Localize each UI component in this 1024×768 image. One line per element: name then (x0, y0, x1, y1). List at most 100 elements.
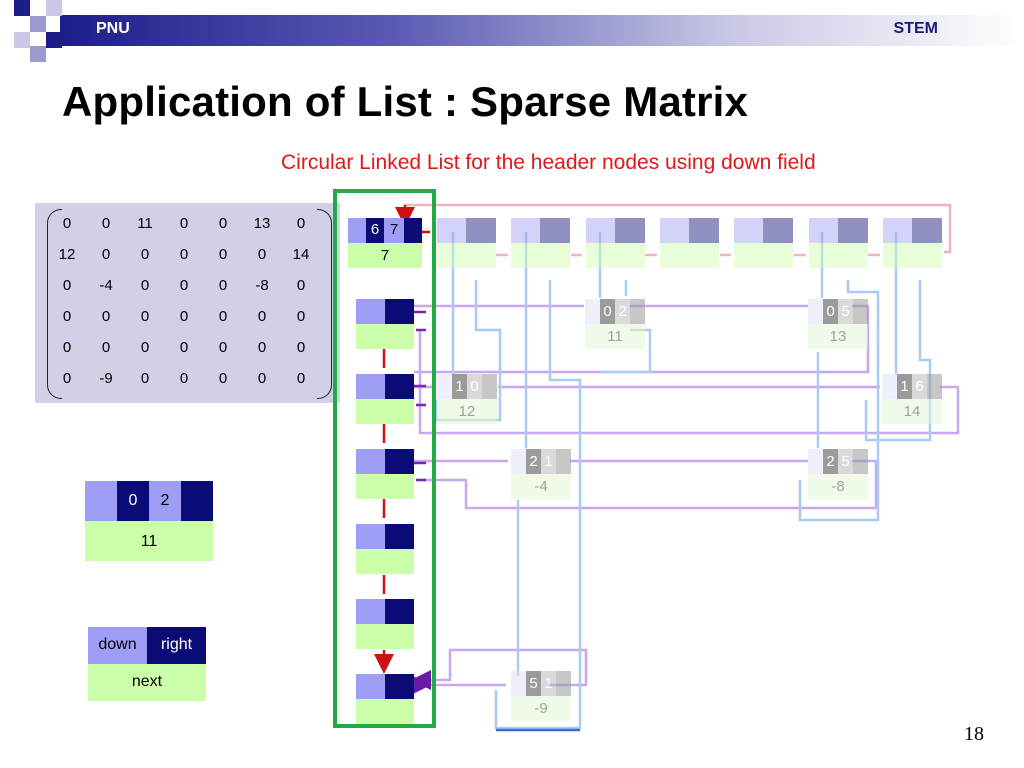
matrix-cell: 0 (62, 277, 72, 294)
matrix-cell: 0 (62, 370, 72, 387)
entry-col: 1 (544, 675, 553, 692)
down-field (808, 299, 823, 324)
next-field (356, 399, 414, 424)
col-field (467, 374, 482, 399)
matrix-cell: 12 (58, 246, 76, 263)
matrix-cell: 0 (179, 215, 189, 232)
right-field (482, 374, 497, 399)
matrix-cell: 0 (140, 370, 150, 387)
column-header-node (734, 218, 794, 268)
right-field (688, 218, 719, 243)
column-header-node (882, 218, 942, 268)
entry-col: 0 (470, 378, 479, 395)
right-field (385, 599, 414, 624)
purple-link (414, 459, 878, 510)
legend-value-cell (85, 521, 213, 561)
matrix-cell: 0 (218, 339, 228, 356)
head-row-cell (366, 218, 384, 243)
matrix-cell: 0 (140, 246, 150, 263)
down-field (659, 218, 689, 243)
column-header-node (437, 218, 496, 268)
subtitle: Circular Linked List for the header node… (281, 151, 816, 174)
legend-row: 0 (128, 492, 138, 509)
matrix-cell: 11 (137, 215, 153, 232)
value-field (808, 474, 868, 499)
entry-value: 12 (458, 403, 476, 420)
col-field (838, 449, 853, 474)
entry-value: 14 (903, 403, 921, 420)
deco-square (30, 16, 46, 32)
entry-row: 1 (900, 378, 909, 395)
matrix-cell: 0 (257, 370, 267, 387)
matrix-cell: 0 (179, 277, 189, 294)
page-number: 18 (964, 723, 984, 745)
legend-down-label: down (98, 636, 137, 653)
matrix-cell: 13 (253, 215, 271, 232)
matrix-cell: 0 (179, 339, 189, 356)
legend-next-label: next (131, 673, 163, 690)
row-field (526, 671, 541, 696)
header-left-label: PNU (96, 20, 130, 37)
row-field (452, 374, 467, 399)
matrix-cell: 0 (101, 215, 111, 232)
head-value-cell (348, 243, 422, 268)
entry-row: 0 (826, 303, 835, 320)
entry-row: 2 (826, 453, 835, 470)
page-title: Application of List : Sparse Matrix (62, 78, 749, 125)
head-col-cell (384, 218, 404, 243)
right-field (385, 524, 414, 549)
right-field (630, 299, 645, 324)
head-col: 7 (389, 221, 399, 238)
matrix-cell: 0 (296, 308, 306, 325)
matrix-cell: 0 (140, 308, 150, 325)
row-header-node (356, 674, 414, 724)
head-value: 7 (380, 247, 390, 264)
right-field (466, 218, 496, 243)
next-field (356, 549, 414, 574)
row-field (600, 299, 615, 324)
entry-row: 1 (455, 378, 464, 395)
blue-link (434, 232, 502, 422)
down-field (734, 218, 764, 243)
right-field (927, 374, 942, 399)
entry-row: 5 (529, 675, 538, 692)
matrix-cell: 0 (179, 370, 189, 387)
value-field (511, 696, 571, 721)
row-field (526, 449, 541, 474)
head-right-cell (404, 218, 422, 243)
right-field (853, 449, 868, 474)
matrix-cell: 0 (218, 246, 228, 263)
down-field (356, 299, 385, 324)
deco-square (14, 0, 30, 16)
column-header-node (511, 218, 571, 268)
matrix-cell: 0 (218, 370, 228, 387)
down-field (511, 218, 541, 243)
legend-value: 11 (140, 533, 158, 550)
col-field (838, 299, 853, 324)
column-header-node (808, 218, 868, 268)
right-field (556, 671, 571, 696)
next-field (882, 243, 942, 268)
right-field (853, 299, 868, 324)
next-field (808, 243, 868, 268)
matrix-cell: 0 (101, 246, 111, 263)
value-field (808, 324, 868, 349)
right-field (385, 299, 414, 324)
down-field (511, 671, 526, 696)
right-field (837, 218, 868, 243)
down-field (437, 218, 466, 243)
matrix-cell: 0 (140, 339, 150, 356)
entry-col: 1 (544, 453, 553, 470)
deco-square (14, 32, 30, 48)
down-field (356, 599, 385, 624)
entry-row: 2 (529, 453, 538, 470)
next-field (356, 324, 414, 349)
next-field (437, 243, 496, 268)
matrix-cell: 0 (257, 339, 267, 356)
matrix-cell: 0 (101, 339, 111, 356)
legend-col-cell (149, 481, 181, 521)
header-bar (60, 15, 1024, 46)
